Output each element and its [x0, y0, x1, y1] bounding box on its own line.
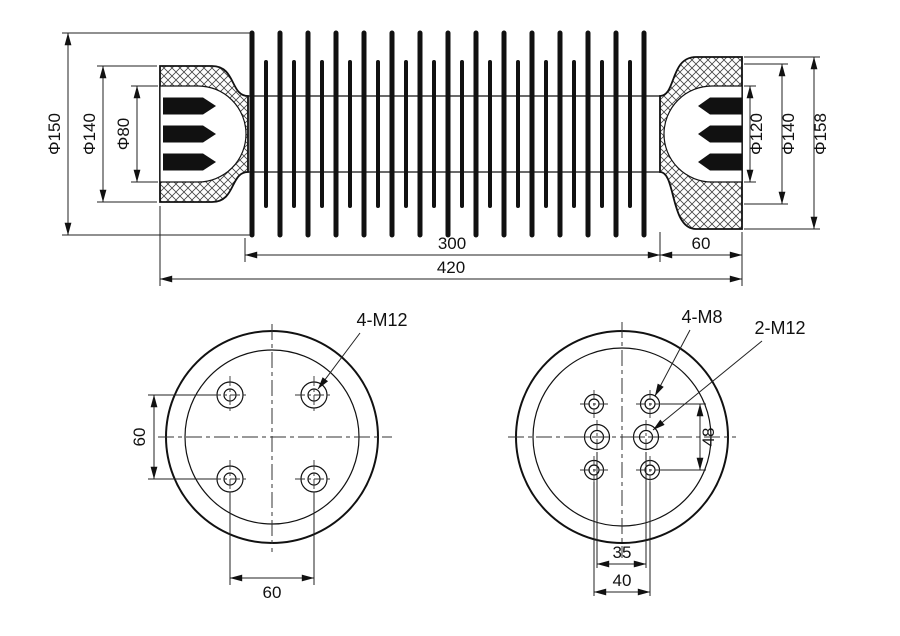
left-flange-view: 4-M12 60 60 [130, 310, 408, 602]
bolt-hole-m12-top-left [211, 376, 249, 414]
bolt-hole-m8-top-left [580, 390, 608, 418]
callout-4-m12: 4-M12 [317, 310, 408, 390]
dim-left-flange-horizontal-60: 60 [229, 493, 315, 602]
left-end-fitting [159, 65, 249, 203]
dim-40-label: 40 [613, 571, 632, 590]
dim-phi-150-label: Φ150 [45, 113, 64, 155]
dim-phi-140-left: Φ140 [80, 65, 157, 203]
callout-4-m8-label: 4-M8 [681, 307, 722, 327]
right-end-fitting [659, 56, 743, 230]
dim-phi-158: Φ158 [744, 56, 830, 230]
dim-phi-150: Φ150 [45, 32, 250, 236]
dim-60-horizontal-label: 60 [263, 583, 282, 602]
dim-phi-140-left-label: Φ140 [80, 113, 99, 155]
dim-phi-80: Φ80 [114, 85, 158, 183]
bolt-hole-m8-top-right [636, 390, 664, 418]
dim-right-flange-vertical-48: 48 [661, 403, 718, 471]
bolt-hole-m12-top-right [295, 376, 333, 414]
side-view: Φ150 Φ140 Φ80 Φ120 Φ140 [45, 33, 830, 286]
dim-48-label: 48 [699, 428, 718, 447]
dim-phi-158-label: Φ158 [811, 113, 830, 155]
callout-2-m12: 2-M12 [652, 318, 806, 431]
callout-2-m12-label: 2-M12 [754, 318, 805, 338]
dim-phi-120-label: Φ120 [747, 113, 766, 155]
dim-left-flange-vertical-60: 60 [130, 394, 216, 480]
callout-4-m8: 4-M8 [654, 307, 723, 397]
bolt-hole-m12-left [580, 420, 614, 454]
bolt-hole-m8-bottom-left [580, 456, 608, 484]
insulator-core [245, 95, 660, 173]
dim-right-flange-40: 40 [593, 482, 651, 596]
right-flange-view: 4-M8 2-M12 48 35 40 [508, 307, 806, 596]
dim-35-label: 35 [613, 543, 632, 562]
right-terminal-contacts [698, 97, 742, 171]
dim-phi-80-label: Φ80 [114, 118, 133, 150]
bolt-hole-m8-bottom-right [636, 456, 664, 484]
bolt-hole-m12-bottom-left [211, 460, 249, 498]
dim-60-vertical-label: 60 [130, 428, 149, 447]
dim-phi-140-right-label: Φ140 [779, 113, 798, 155]
left-terminal-contacts [163, 97, 216, 171]
dim-phi-140-right: Φ140 [744, 63, 798, 205]
callout-4-m12-label: 4-M12 [356, 310, 407, 330]
dim-420-label: 420 [437, 258, 465, 277]
dim-right-flange-35: 35 [596, 452, 647, 568]
insulator-ribs-large [252, 33, 644, 235]
dim-60-fitting-label: 60 [692, 234, 711, 253]
dim-rib-section-length: 300 [159, 206, 743, 286]
dim-total-length: 420 [159, 258, 743, 283]
dim-phi-120: Φ120 [744, 85, 766, 183]
bolt-hole-m12-bottom-right [295, 460, 333, 498]
dim-right-fitting-length: 60 [659, 234, 743, 259]
bolt-hole-m12-right [629, 420, 663, 454]
dim-300-label: 300 [438, 234, 466, 253]
